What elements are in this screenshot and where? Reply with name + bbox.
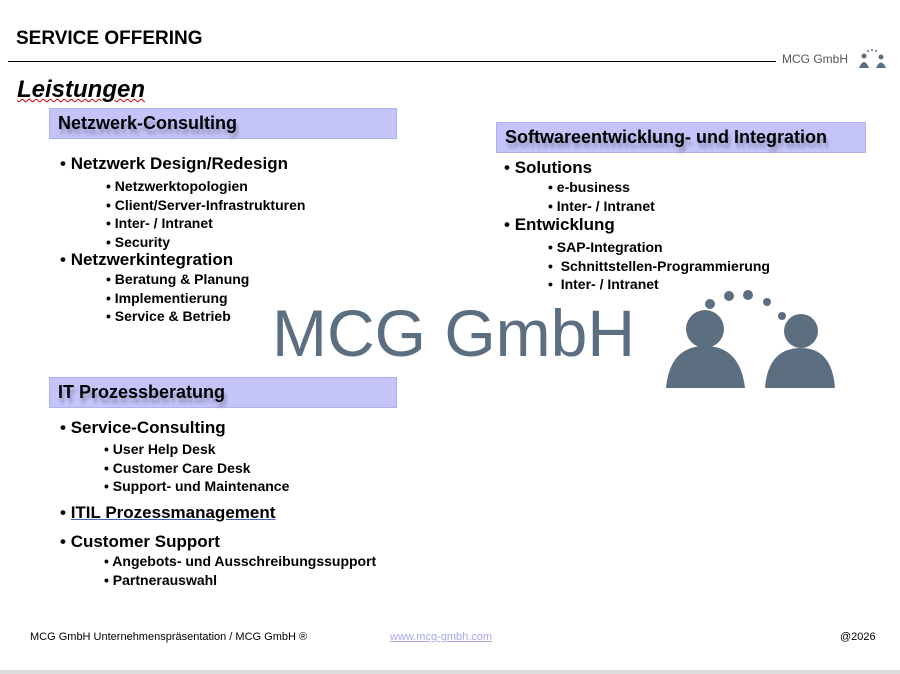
- item-list: • Beratung & Planung • Implementierung •…: [106, 271, 250, 324]
- section-heading: Leistungen: [17, 76, 146, 103]
- group-label: • Netzwerk Design/Redesign: [60, 154, 288, 173]
- bottom-border: [0, 670, 900, 674]
- it-prozessberatung-header: IT Prozessberatung: [49, 377, 397, 408]
- footer-text: MCG GmbH Unternehmenspräsentation / MCG …: [30, 631, 308, 643]
- slide-title: SERVICE OFFERING: [16, 28, 203, 49]
- netzwerk-consulting-header: Netzwerk-Consulting: [49, 108, 397, 139]
- item-list: • e-business • Inter- / Intranet: [548, 179, 655, 214]
- group-label: • ITIL Prozessmanagement: [60, 503, 276, 522]
- group-label: • Entwicklung: [504, 215, 615, 234]
- software-header: Softwareentwicklung- und Integration: [496, 122, 866, 153]
- item-list: • Angebots- und Ausschreibungssupport • …: [104, 553, 377, 588]
- website-link[interactable]: www.mcg-gmbh.com: [390, 631, 493, 643]
- logo-people-icon: [859, 49, 886, 68]
- item-list: • Netzwerktopologien • Client/Server-Inf…: [106, 178, 306, 250]
- group-label: • Service-Consulting: [60, 418, 226, 437]
- brand-label: MCG GmbH: [782, 52, 848, 66]
- group-label: • Netzwerkintegration: [60, 250, 234, 269]
- footer-copyright: @2026: [840, 631, 876, 643]
- watermark-text: MCG GmbH: [272, 296, 635, 370]
- group-label: • Customer Support: [60, 532, 220, 551]
- watermark-people-icon: [666, 290, 835, 388]
- group-label: • Solutions: [504, 158, 593, 177]
- item-list: • SAP-Integration • Schnittstellen-Progr…: [548, 239, 770, 292]
- divider: [8, 61, 776, 62]
- item-list: • User Help Desk • Customer Care Desk • …: [104, 441, 290, 494]
